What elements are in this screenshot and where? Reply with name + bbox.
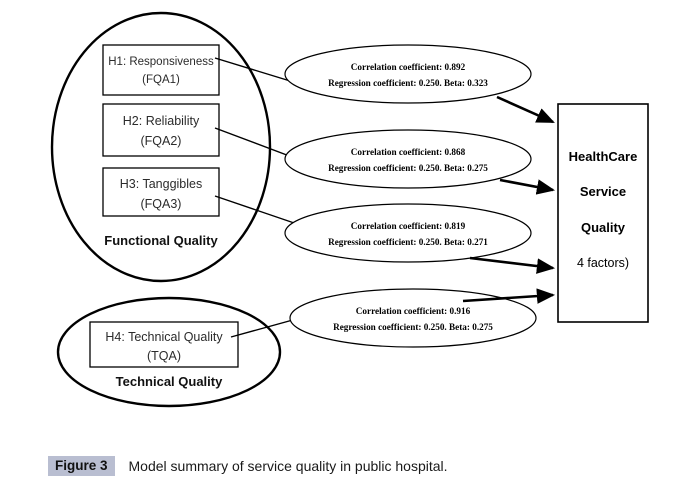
construct-h1-line1: H1: Responsiveness xyxy=(108,56,214,68)
group-ellipse-technical-quality xyxy=(56,296,282,408)
outcome-line3: Quality xyxy=(581,220,626,235)
figure-caption-text: Model summary of service quality in publ… xyxy=(128,458,448,474)
construct-box-h1[interactable] xyxy=(102,44,220,96)
connector-h4-to-stat4 xyxy=(230,317,301,338)
construct-h2-line1: H2: Reliability xyxy=(123,114,200,128)
group-label-functional-quality: Functional Quality xyxy=(104,233,218,248)
construct-h2-line2: (FQA2) xyxy=(141,134,182,148)
group-label-technical-quality: Technical Quality xyxy=(116,374,223,389)
connector-h1-to-stat1 xyxy=(214,57,301,85)
path-ellipse-h2 xyxy=(284,129,532,189)
figure-number-badge: Figure 3 xyxy=(48,455,115,477)
arrow-stat3-to-outcome xyxy=(469,256,556,274)
arrow-stat4-to-outcome xyxy=(462,288,556,304)
construct-h3-line1: H3: Tanggibles xyxy=(120,177,202,191)
path-h4-correlation-text: Correlation coefficient: 0.916 xyxy=(356,306,471,316)
construct-box-h2[interactable] xyxy=(102,103,220,157)
outcome-box[interactable] xyxy=(557,103,649,323)
arrow-stat1-to-outcome xyxy=(496,95,555,124)
path-h4-regression-text: Regression coefficient: 0.250. Beta: 0.2… xyxy=(333,322,493,332)
arrow-stat2-to-outcome xyxy=(499,178,556,195)
path-h2-regression-text: Regression coefficient: 0.250. Beta: 0.2… xyxy=(328,163,488,173)
figure-caption: Figure 3 Model summary of service qualit… xyxy=(0,443,678,489)
path-h3-regression-text: Regression coefficient: 0.250. Beta: 0.2… xyxy=(328,237,488,247)
outcome-line4: 4 factors) xyxy=(577,256,629,270)
path-h3-correlation-text: Correlation coefficient: 0.819 xyxy=(351,221,466,231)
path-ellipse-h4 xyxy=(289,288,537,348)
construct-box-h3[interactable] xyxy=(102,167,220,217)
construct-h4-line1: H4: Technical Quality xyxy=(105,330,223,344)
path-h2-correlation-text: Correlation coefficient: 0.868 xyxy=(351,147,466,157)
path-h1-regression-text: Regression coefficient: 0.250. Beta: 0.3… xyxy=(328,78,488,88)
construct-h3-line2: (FQA3) xyxy=(141,197,182,211)
connector-h3-to-stat3 xyxy=(214,195,301,226)
outcome-line1: HealthCare xyxy=(569,149,638,164)
path-ellipse-h3 xyxy=(284,203,532,263)
path-h1-correlation-text: Correlation coefficient: 0.892 xyxy=(351,62,466,72)
group-ellipse-functional-quality xyxy=(50,11,272,283)
outcome-line2: Service xyxy=(580,184,626,199)
path-ellipse-h1 xyxy=(284,44,532,104)
construct-h1-line2: (FQA1) xyxy=(142,74,180,86)
construct-box-h4[interactable] xyxy=(89,321,239,368)
construct-h4-line2: (TQA) xyxy=(147,349,181,363)
